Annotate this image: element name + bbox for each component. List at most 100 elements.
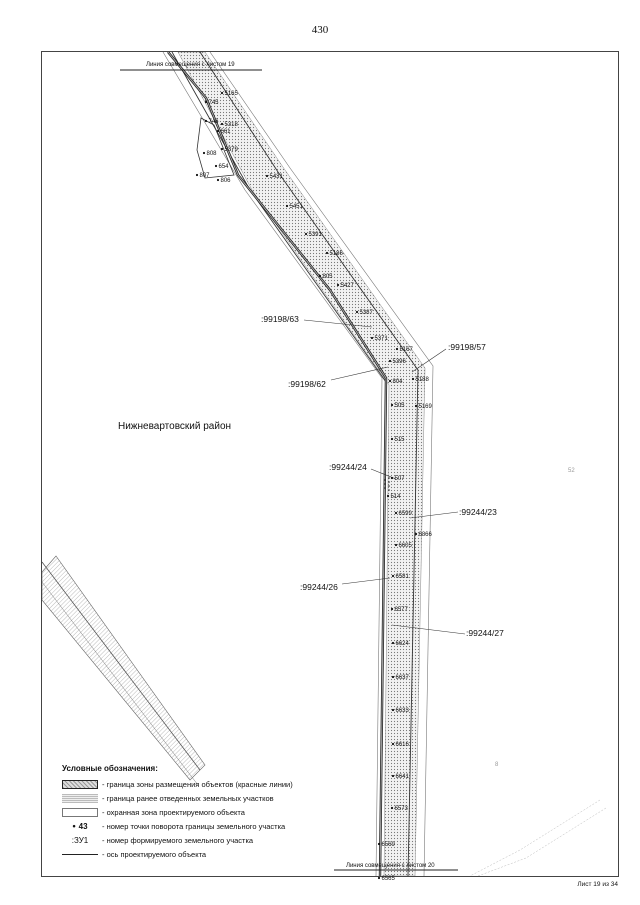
turning-point-dot	[390, 437, 394, 441]
turning-point-label: 514	[391, 494, 402, 500]
legend-item-axis: - ось проектируемого объекта	[62, 847, 352, 861]
turning-point-label: 5169	[419, 404, 433, 410]
match-line-top: Линия совмещения с листом 19	[120, 62, 262, 71]
prev-plots-strip-left	[42, 555, 206, 786]
turning-point-dot	[391, 574, 395, 578]
turning-point-dot	[391, 708, 395, 712]
point-swatch-text: 43	[78, 821, 88, 831]
turning-point-dot	[388, 359, 392, 363]
turning-point-label: 6637	[396, 675, 410, 681]
turning-point-label: 805	[323, 274, 334, 280]
turning-point-dot	[318, 274, 322, 278]
turning-point-dot	[355, 310, 359, 314]
turning-point-label: 746	[209, 119, 220, 125]
parcel-label[interactable]: :99198/57	[448, 342, 486, 352]
turning-point-label: 5188	[416, 377, 430, 383]
turning-point-label: 505	[395, 403, 406, 409]
point-swatch: • 43	[62, 821, 98, 831]
turning-point-label: 5391	[309, 232, 323, 238]
parcel-swatch: :ЗУ1	[71, 835, 89, 845]
parcel-label[interactable]: :99244/27	[466, 628, 504, 638]
turning-point-label: 654	[219, 164, 230, 170]
legend-label: - ось проектируемого объекта	[102, 849, 207, 859]
turning-point-label: 5318	[225, 122, 239, 128]
turning-point-dot	[214, 164, 218, 168]
dot-cluster	[384, 477, 390, 491]
axis-swatch	[62, 853, 98, 855]
turning-point-label: 6581	[396, 574, 410, 580]
turning-point-dot	[336, 283, 340, 287]
point-dot-icon: •	[72, 821, 76, 831]
project-axis	[167, 52, 388, 876]
turning-point-label: 804	[393, 379, 404, 385]
turning-point-dot	[204, 100, 208, 104]
faint-label: 52	[568, 468, 575, 474]
legend-label: - номер точки поворота границы земельног…	[102, 821, 286, 831]
legend-label: - граница ранее отведенных земельных уча…	[102, 793, 274, 803]
turning-point-label: 5371	[375, 336, 389, 342]
turning-point-label: 507	[395, 476, 406, 482]
turning-point-label: 5451	[290, 204, 304, 210]
parcel-label[interactable]: :99198/63	[261, 314, 299, 324]
turning-point-dot	[390, 476, 394, 480]
turning-point-label: 808	[207, 151, 218, 157]
turning-point-label: 5379	[225, 147, 239, 153]
turning-point-label: 5186	[330, 251, 344, 257]
turning-point-label: 5427	[341, 283, 355, 289]
turning-point-dot	[390, 806, 394, 810]
red-lines-swatch	[62, 779, 98, 789]
turning-point-label: 5387	[360, 310, 374, 316]
turning-point-label: 515	[395, 437, 406, 443]
parcel-label[interactable]: :99198/62	[288, 379, 326, 389]
turning-point-label: 6599	[399, 511, 413, 517]
turning-point-dot	[414, 532, 418, 536]
match-line-bottom-label: Линия совмещения с листом 20	[346, 863, 435, 869]
turning-point-dot	[386, 494, 390, 498]
turning-point-dot	[390, 403, 394, 407]
parcel-label[interactable]: :99244/23	[459, 507, 497, 517]
match-line-top-label: Линия совмещения с листом 19	[146, 62, 235, 68]
turning-point-dot	[390, 607, 394, 611]
parcel-labels: :99198/63 :99198/62 :99198/57 :99244/24 …	[261, 314, 504, 638]
parcel-label[interactable]: :99244/26	[300, 582, 338, 592]
page-number: 430	[311, 24, 329, 36]
match-line-bottom: Линия совмещения с листом 20	[334, 863, 458, 871]
turning-point-label: 6616	[396, 742, 410, 748]
turning-point-dot	[391, 742, 395, 746]
legend-item-guard-zone: - охранная зона проектируемого объекта	[62, 805, 352, 819]
turning-point-dot	[204, 119, 208, 123]
turning-point-label: 661	[221, 129, 232, 135]
turning-point-dot	[391, 641, 395, 645]
turning-point-dot	[377, 842, 381, 846]
turning-point-label: 6569	[382, 842, 396, 848]
turning-point-label: 6633	[396, 708, 410, 714]
turning-point-dot	[370, 336, 374, 340]
legend: Условные обозначения: - граница зоны раз…	[62, 764, 352, 861]
turning-point-label: 5165	[225, 91, 239, 97]
turning-point-dot	[265, 174, 269, 178]
legend-item-parcel: :ЗУ1 - номер формируемого земельного уча…	[62, 833, 352, 847]
turning-point-label: 5431	[270, 174, 284, 180]
turning-point-dot	[220, 147, 224, 151]
parcel-label[interactable]: :99244/24	[329, 462, 367, 472]
legend-title: Условные обозначения:	[62, 764, 158, 773]
turning-point-label: 6573	[395, 806, 409, 812]
turning-point-dot	[395, 347, 399, 351]
turning-point-dot	[216, 178, 220, 182]
turning-point-label: 806	[221, 178, 232, 184]
turning-point-label: 6577	[395, 607, 409, 613]
turning-point-label: 5396	[393, 359, 407, 365]
legend-label: - граница зоны размещения объектов (крас…	[102, 779, 293, 789]
turning-point-label: 6605	[399, 543, 413, 549]
turning-point-dot	[325, 251, 329, 255]
turning-point-dot	[394, 543, 398, 547]
turning-point-dot	[414, 404, 418, 408]
turning-point-dot	[220, 91, 224, 95]
turning-point-dot	[391, 675, 395, 679]
prev-plots-swatch	[62, 793, 98, 803]
turning-point-label: 6641	[396, 774, 410, 780]
legend-label: - охранная зона проектируемого объекта	[102, 807, 245, 817]
turning-point-dot	[391, 774, 395, 778]
